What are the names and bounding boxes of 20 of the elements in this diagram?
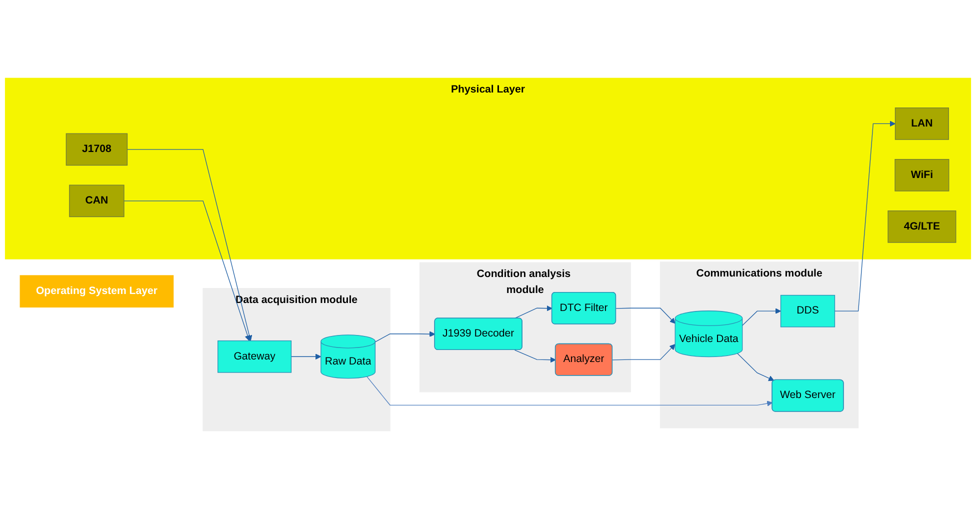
arrow [514,350,556,363]
arrow [616,308,676,324]
arrow [124,200,250,342]
node-box: CAN [69,184,124,218]
node-box: J1708 [66,133,128,166]
arrow [834,120,896,312]
node-box: Operating System Layer [20,275,174,308]
arrow [126,149,252,342]
arrow [737,353,774,381]
arrow [374,331,436,342]
arrow [742,308,782,326]
node-box: WiFi [894,159,950,192]
node-box: LAN [894,108,949,140]
arrow [290,354,322,360]
arrow [514,305,552,319]
arrow [612,344,676,360]
node-box: DDS [780,294,836,328]
arrow [366,376,773,406]
node-box: Gateway [218,340,292,373]
node-box: 4G/LTE [888,210,956,243]
